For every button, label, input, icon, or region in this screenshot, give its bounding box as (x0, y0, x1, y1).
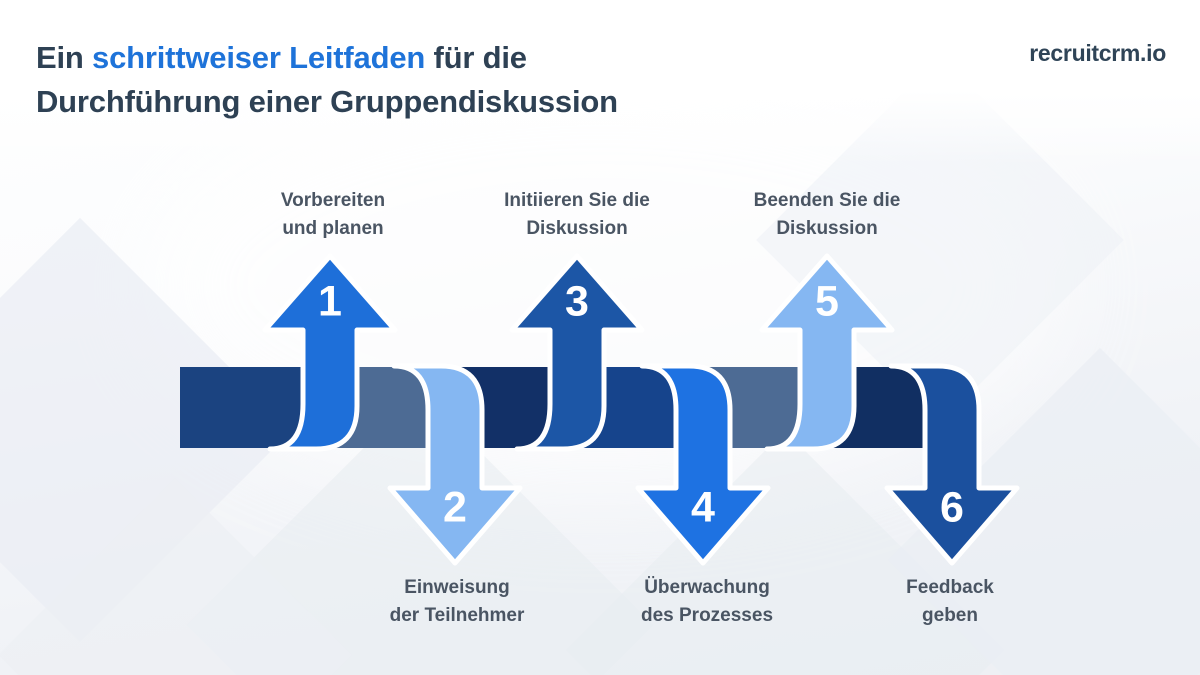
step-number-4: 4 (691, 483, 715, 532)
step-label-3: Initiieren Sie die Diskussion (504, 190, 650, 239)
step-label-2: Einweisung der Teilnehmer (389, 577, 525, 626)
step-number-2: 2 (443, 483, 467, 532)
step-label-5: Beenden Sie die Diskussion (753, 190, 901, 239)
brand-logo: recruitcrm.io (1029, 40, 1166, 66)
arrow-step-2-down (387, 363, 523, 566)
arrow-step-1-up (262, 253, 398, 452)
arrow-step-4-down (635, 363, 771, 566)
arrow-step-5-up (759, 253, 895, 452)
step-number-5: 5 (815, 277, 839, 326)
page-title: Ein schrittweiser Leitfaden für die Durc… (36, 36, 856, 124)
step-number-6: 6 (940, 483, 964, 532)
title-suffix: für die (425, 40, 528, 75)
step-label-6: Feedback geben (906, 577, 994, 626)
title-prefix: Ein (36, 40, 93, 75)
arrow-step-3-up (509, 253, 645, 452)
step-label-4: Überwachung des Prozesses (640, 577, 774, 626)
title-line2: Durchführung einer Gruppendiskussion (36, 84, 618, 119)
step-number-1: 1 (318, 277, 342, 326)
step-number-3: 3 (565, 277, 589, 326)
arrow-step-6-down (884, 363, 1020, 566)
step-label-1: Vorbereiten und planen (280, 190, 386, 239)
title-highlight: schrittweiser Leitfaden (92, 40, 426, 75)
